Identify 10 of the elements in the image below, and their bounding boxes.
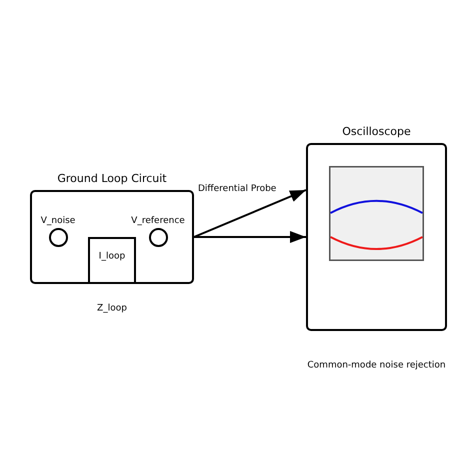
note-text: Common-mode noise rejection <box>307 360 446 372</box>
current-label: I_loop <box>98 252 126 262</box>
oscilloscope-title: Oscilloscope <box>342 124 411 138</box>
arrow <box>194 189 306 238</box>
arrow <box>194 231 306 243</box>
source-label: V_noise <box>40 216 76 226</box>
circuit-title: Ground Loop Circuit <box>57 172 167 185</box>
current-loop-box <box>88 237 136 284</box>
source-label: V_reference <box>131 216 185 226</box>
impedance-label: Z_loop <box>97 304 127 314</box>
